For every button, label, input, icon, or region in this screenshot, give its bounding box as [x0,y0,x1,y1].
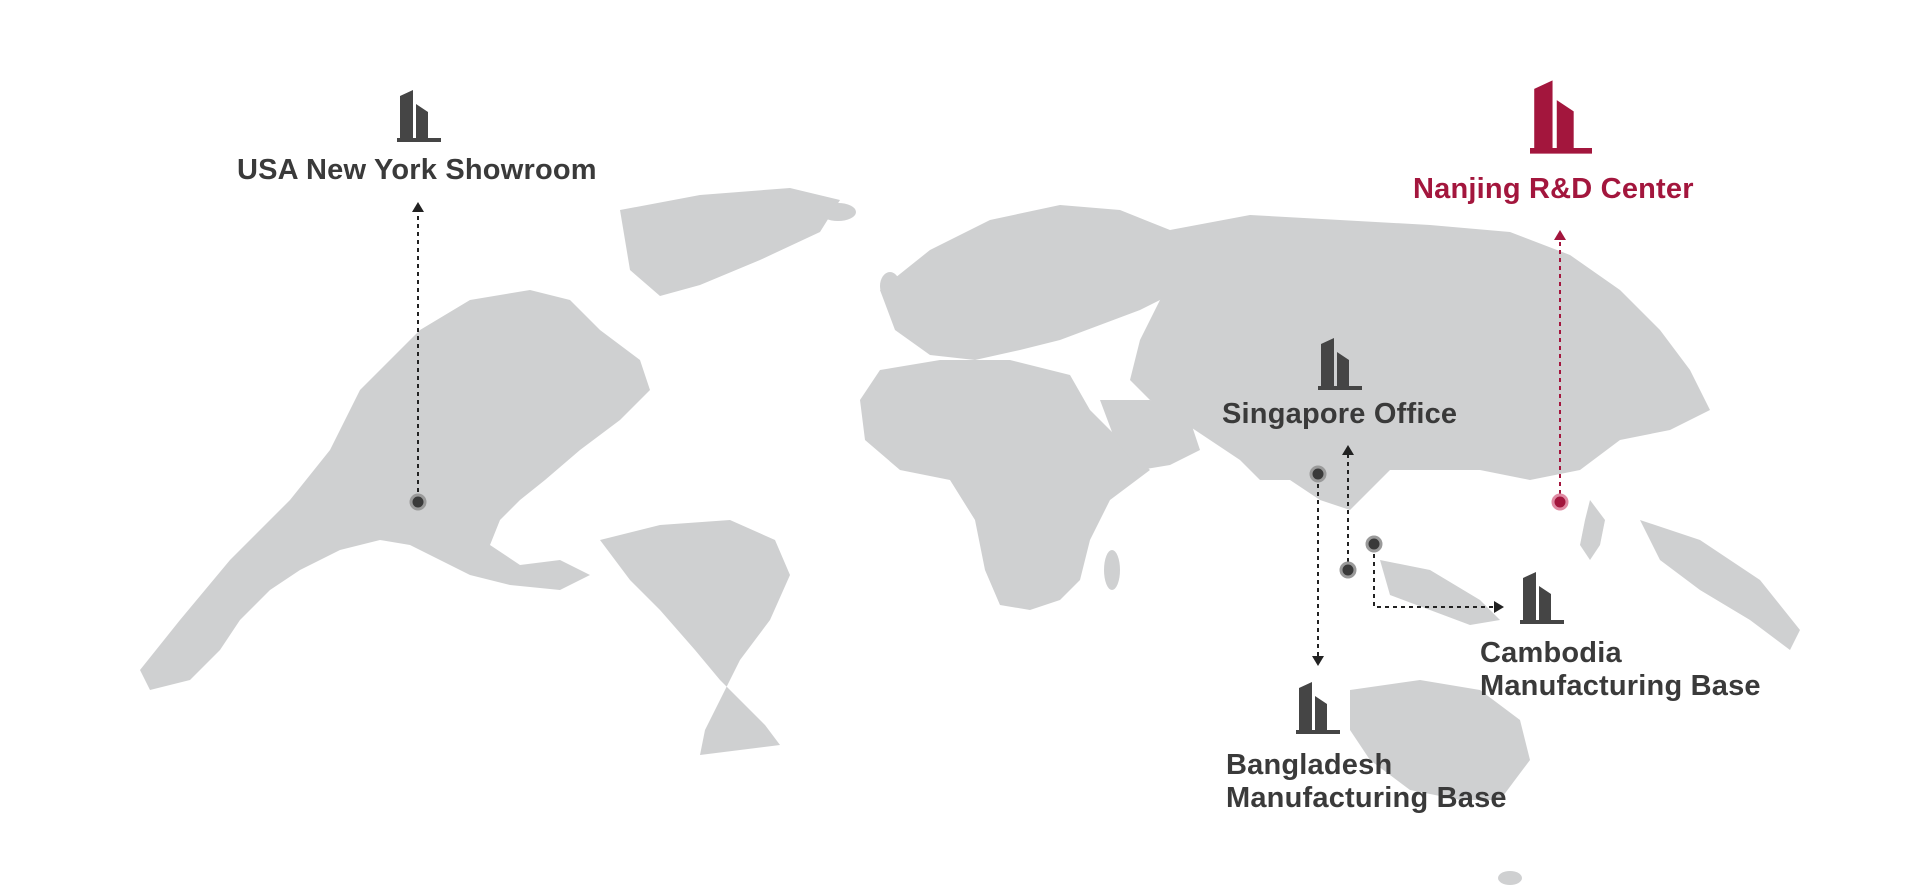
landmass-australia [1350,680,1530,800]
location-nanjing: Nanjing R&D Center [1413,173,1694,206]
building-icon [1296,682,1340,734]
landmass-new-zealand [1498,871,1522,885]
location-label-line: Manufacturing Base [1226,782,1507,815]
location-label-line: Manufacturing Base [1480,670,1761,703]
connector-arrowheads [412,202,1566,666]
landmass-uk [880,272,900,300]
connector-lines [417,210,1561,660]
location-bangladesh: Bangladesh Manufacturing Base [1226,749,1507,816]
marker-nanjing [1551,493,1569,511]
landmass-iceland [820,203,856,221]
location-singapore: Singapore Office [1222,398,1457,431]
location-usa: USA New York Showroom [237,154,597,187]
building-icon [1318,338,1362,390]
landmass-arabia [1100,400,1200,470]
location-cambodia: Cambodia Manufacturing Base [1480,637,1761,704]
landmass-greenland [620,188,840,296]
arrow-cambodia [1494,601,1504,613]
landmass-europe [880,205,1200,360]
location-label: Nanjing R&D Center [1413,173,1694,205]
landmass-east-tip [1640,520,1800,650]
building-icon [1520,572,1564,624]
building-icon [1530,80,1592,154]
location-label-line: Cambodia [1480,637,1622,669]
marker-cambodia [1365,535,1383,553]
location-label: Singapore Office [1222,398,1458,430]
building-icon [397,90,441,142]
landmass-north-america [140,290,650,690]
landmass-japan [1580,500,1605,560]
location-label: USA New York Showroom [237,154,597,186]
location-markers [409,465,1569,579]
marker-bangladesh [1309,465,1327,483]
landmass-se-asia [1380,560,1500,625]
marker-usa [409,493,427,511]
arrow-usa [412,202,424,212]
arrow-singapore [1342,445,1354,455]
landmass-asia [1130,215,1710,510]
location-label-line: Bangladesh [1226,749,1393,781]
arrow-bangladesh [1312,656,1324,666]
arrow-nanjing [1554,230,1566,240]
landmass-africa [860,360,1150,610]
landmass-madagascar [1104,550,1120,590]
landmass-south-america [600,520,790,755]
marker-singapore [1339,561,1357,579]
land-masses [140,188,1800,885]
